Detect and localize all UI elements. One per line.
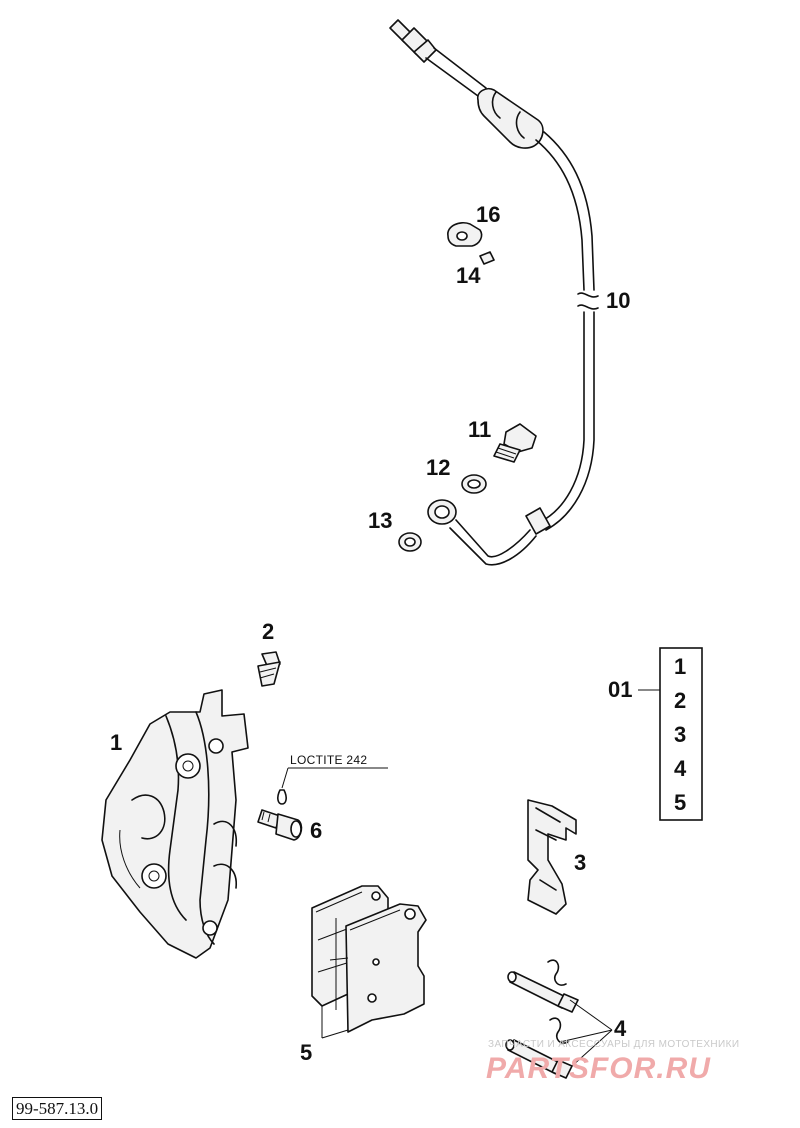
kit-assembly-box: 01 1 2 3 4 5 bbox=[608, 647, 703, 821]
brake-pad-front bbox=[329, 903, 427, 1033]
callout-5-leaders bbox=[321, 1006, 349, 1039]
kit-label: 01 bbox=[608, 677, 632, 702]
drawing-number: 99-587.13.0 bbox=[12, 1097, 103, 1120]
brake-hose bbox=[389, 19, 599, 566]
kit-item: 5 bbox=[674, 790, 686, 815]
callout-3: 3 bbox=[574, 850, 586, 875]
kit-item: 3 bbox=[674, 722, 686, 747]
hose-clamp bbox=[447, 221, 483, 247]
callout-4: 4 bbox=[614, 1016, 627, 1041]
callout-10: 10 bbox=[606, 288, 630, 313]
clamp-screw bbox=[479, 251, 495, 265]
callout-numbers: 16 14 10 11 12 13 2 1 6 3 4 5 bbox=[110, 202, 630, 1065]
loctite-label: LOCTITE 242 bbox=[290, 753, 367, 767]
callout-2: 2 bbox=[262, 619, 274, 644]
callout-6: 6 bbox=[310, 818, 322, 843]
callout-1: 1 bbox=[110, 730, 122, 755]
pad-pin-upper bbox=[507, 959, 579, 1013]
watermark-brand: PARTSFOR.RU bbox=[486, 1052, 711, 1085]
sealing-washer-13 bbox=[398, 532, 422, 552]
watermark-tagline: ЗАПЧАСТИ И АКСЕССУАРЫ ДЛЯ МОТОТЕХНИКИ bbox=[488, 1039, 739, 1050]
kit-item: 1 bbox=[674, 654, 686, 679]
callout-13: 13 bbox=[368, 508, 392, 533]
callout-5: 5 bbox=[300, 1040, 312, 1065]
sealing-washer-12 bbox=[461, 474, 487, 494]
callout-14: 14 bbox=[456, 263, 481, 288]
kit-item: 4 bbox=[674, 756, 687, 781]
brake-caliper bbox=[101, 689, 249, 959]
callout-16: 16 bbox=[476, 202, 500, 227]
loctite-note: LOCTITE 242 bbox=[277, 753, 388, 805]
bleed-valve bbox=[257, 651, 281, 687]
callout-12: 12 bbox=[426, 455, 450, 480]
watermark: ЗАПЧАСТИ И АКСЕССУАРЫ ДЛЯ МОТОТЕХНИКИ PA… bbox=[486, 1039, 739, 1085]
kit-item: 2 bbox=[674, 688, 686, 713]
pad-spring bbox=[527, 799, 577, 915]
callout-11: 11 bbox=[468, 417, 491, 442]
pad-pin-lower bbox=[505, 1017, 573, 1079]
caliper-bolt bbox=[257, 809, 303, 841]
callout-4-leaders bbox=[559, 999, 613, 1067]
banjo-bolt bbox=[493, 423, 537, 463]
